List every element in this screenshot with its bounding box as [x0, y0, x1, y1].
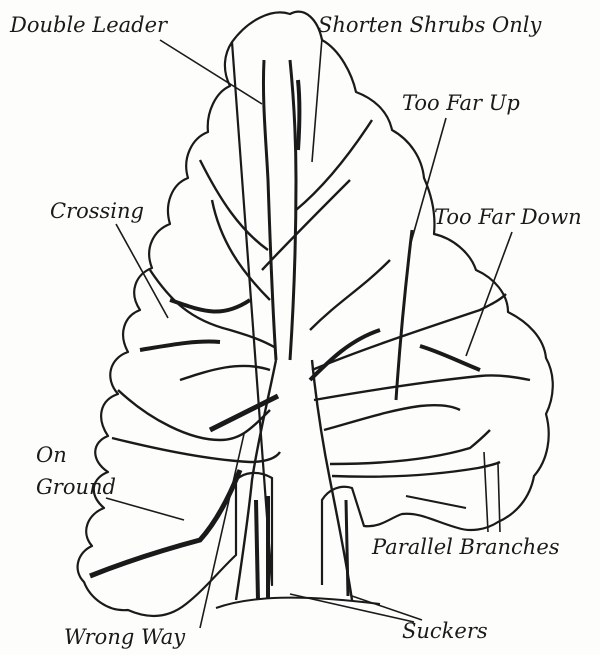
branch-right-lower	[314, 375, 530, 400]
branch-right-mid	[310, 260, 390, 330]
branch-right-bottom	[324, 405, 460, 430]
label-double-leader: Double Leader	[10, 14, 167, 37]
label-parallel-branches: Parallel Branches	[372, 536, 560, 559]
sucker-1	[256, 500, 258, 600]
sucker-3	[346, 500, 348, 596]
branch-too-far-down	[420, 346, 480, 370]
branch-too-far-up	[396, 230, 412, 400]
branch-left-mid	[140, 342, 220, 350]
leader-inner	[298, 80, 300, 150]
branch-upper-left-2	[212, 200, 270, 300]
label-on: On	[36, 444, 67, 467]
branch-crossing-2	[150, 270, 276, 348]
pointer-double-leader	[160, 40, 262, 104]
pointer-crossing	[116, 224, 168, 318]
label-too-far-up: Too Far Up	[402, 92, 520, 115]
trunk-ground-line	[216, 598, 380, 608]
pointer-parallel-a	[484, 452, 488, 532]
pointer-on-ground	[106, 498, 184, 520]
label-too-far-down: Too Far Down	[434, 206, 582, 229]
branch-parallel-3	[406, 496, 466, 508]
label-ground: Ground	[36, 476, 116, 499]
leader-right	[290, 60, 296, 360]
branch-right-mid-2	[310, 330, 380, 380]
branch-upper-left	[200, 160, 268, 250]
branch-lower-left	[118, 390, 270, 440]
branch-right-long	[312, 294, 506, 370]
label-wrong-way: Wrong Way	[64, 626, 185, 649]
branch-parallel-1	[330, 430, 490, 464]
branch-upper-right-2	[262, 180, 350, 270]
label-crossing: Crossing	[50, 200, 144, 223]
leader-left	[263, 60, 276, 360]
pointer-shorten-shrubs	[312, 38, 322, 162]
label-shorten-shrubs: Shorten Shrubs Only	[318, 14, 541, 37]
label-suckers: Suckers	[402, 620, 488, 643]
